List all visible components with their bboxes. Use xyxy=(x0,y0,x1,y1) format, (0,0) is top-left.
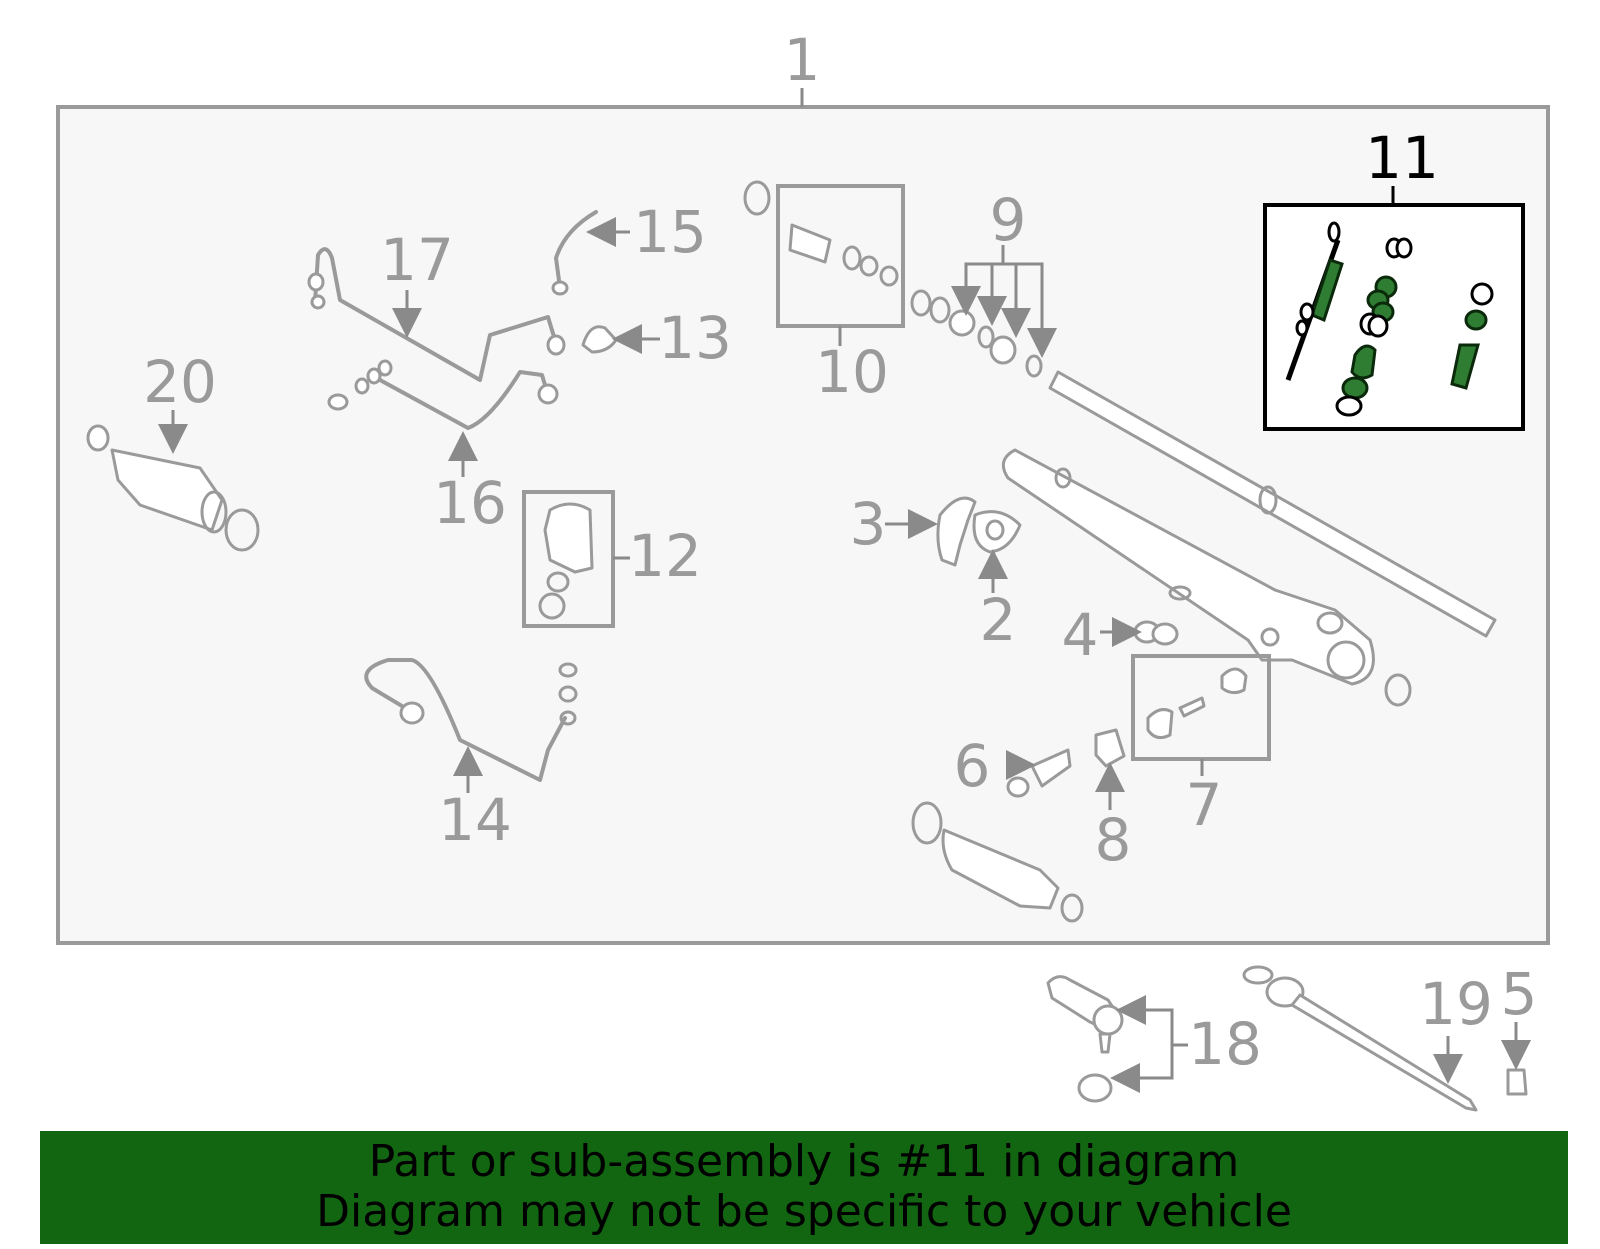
banner-line-2: Diagram may not be specific to your vehi… xyxy=(316,1186,1292,1237)
part-10-group xyxy=(743,180,905,346)
callout-8[interactable]: 8 xyxy=(1095,806,1132,874)
part-5-nut xyxy=(1501,1022,1531,1096)
part-9-seals xyxy=(910,245,1057,378)
callout-18[interactable]: 18 xyxy=(1188,1010,1262,1078)
part-13-fitting xyxy=(581,324,660,354)
part-19-inner-tie-rod xyxy=(1242,965,1478,1112)
part-6-bolt xyxy=(1006,748,1072,798)
callout-6[interactable]: 6 xyxy=(954,732,991,800)
part-20-boot xyxy=(86,410,260,552)
callout-12[interactable]: 12 xyxy=(628,522,702,590)
callout-15[interactable]: 15 xyxy=(633,198,707,266)
callout-20[interactable]: 20 xyxy=(143,348,217,416)
rack-bar xyxy=(1048,370,1497,638)
part-12-valve xyxy=(522,490,630,628)
callout-10[interactable]: 10 xyxy=(815,338,889,406)
rack-housing xyxy=(1001,448,1412,707)
part-8-nut xyxy=(1094,728,1126,810)
part-3-bracket xyxy=(885,496,977,567)
kit-seals xyxy=(1335,237,1413,417)
part-16-line xyxy=(327,359,559,477)
part-15-hose xyxy=(551,210,630,296)
part-7-group xyxy=(1131,654,1271,776)
part-4-plug xyxy=(1100,617,1179,647)
callout-13[interactable]: 13 xyxy=(658,304,732,372)
callout-3[interactable]: 3 xyxy=(850,490,887,558)
callout-2[interactable]: 2 xyxy=(980,586,1017,654)
part-2-bushing xyxy=(972,510,1022,593)
callout-4[interactable]: 4 xyxy=(1062,601,1099,669)
callout-11[interactable]: 11 xyxy=(1365,124,1439,192)
banner-line-1: Part or sub-assembly is #11 in diagram xyxy=(368,1136,1240,1187)
part-boot-lower xyxy=(911,801,1084,923)
kit-rod xyxy=(1285,221,1344,381)
callout-19[interactable]: 19 xyxy=(1419,970,1493,1038)
part-14-line xyxy=(364,658,578,793)
callout-7[interactable]: 7 xyxy=(1186,771,1223,839)
callout-11-group[interactable]: 11 xyxy=(1263,124,1525,431)
kit-bushing xyxy=(1450,282,1494,390)
part-17-line xyxy=(307,247,566,382)
part-18-tie-rod-end xyxy=(1046,975,1188,1103)
callout-17[interactable]: 17 xyxy=(380,226,454,294)
callout-1[interactable]: 1 xyxy=(784,26,821,94)
callout-16[interactable]: 16 xyxy=(433,469,507,537)
info-banner: Part or sub-assembly is #11 in diagram D… xyxy=(40,1131,1568,1244)
callout-5[interactable]: 5 xyxy=(1501,960,1538,1028)
callout-9[interactable]: 9 xyxy=(990,186,1027,254)
callout-14[interactable]: 14 xyxy=(438,786,512,854)
